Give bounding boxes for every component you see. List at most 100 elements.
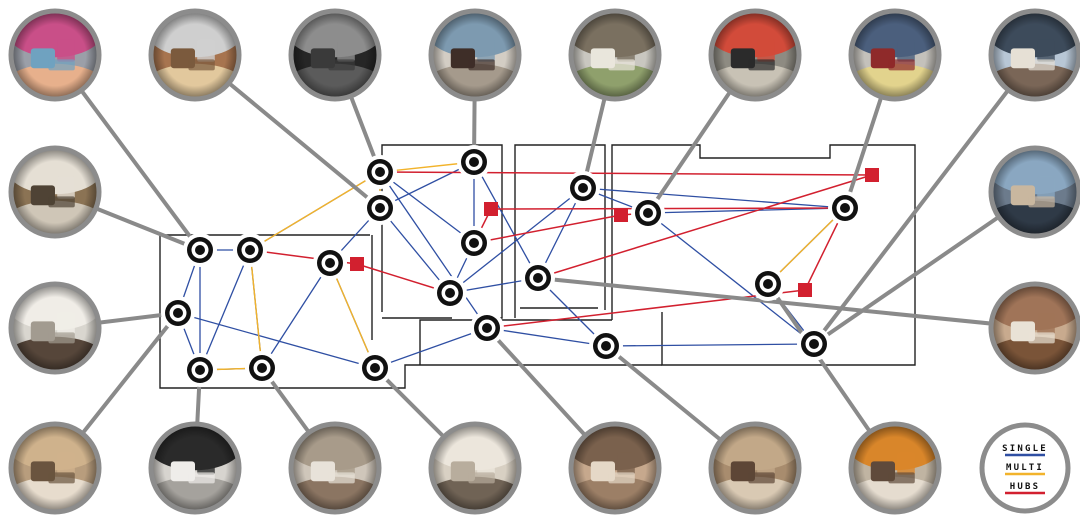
single-edge — [374, 327, 488, 369]
panorama-photo-white-room[interactable] — [142, 417, 248, 520]
legend-hubs-label: HUBS — [1010, 482, 1040, 492]
photo-ring — [8, 145, 102, 239]
panorama-photo-office-chair[interactable] — [982, 141, 1080, 249]
camera-node-marker — [313, 246, 347, 280]
camera-node-marker — [183, 353, 217, 387]
multi-edge — [249, 249, 263, 369]
camera-node-marker — [358, 351, 392, 385]
camera-node-marker — [589, 329, 623, 363]
camera-nodes — [161, 145, 862, 387]
panorama-photo-cabinet-room[interactable] — [2, 141, 108, 249]
photo-ring — [8, 8, 102, 102]
photo-ring — [288, 8, 382, 102]
single-edge — [582, 187, 846, 209]
camera-node-marker — [457, 226, 491, 260]
panorama-photo-bedroom-bed[interactable] — [142, 4, 248, 112]
camera-node-marker — [245, 351, 279, 385]
photo-ring — [8, 421, 102, 515]
camera-node-marker — [363, 155, 397, 189]
multi-edge — [329, 262, 376, 369]
photo-leader-line — [812, 53, 1037, 346]
camera-node-marker — [457, 145, 491, 179]
hub-square-marker — [614, 208, 628, 222]
single-edge — [379, 161, 475, 209]
camera-node-marker — [470, 311, 504, 345]
panorama-photo-bedroom-floor[interactable] — [702, 417, 808, 520]
legend-single-label: SINGLE — [1002, 444, 1048, 454]
hub-connections — [249, 171, 873, 329]
photo-ring — [848, 8, 942, 102]
panorama-photo-tile-floor[interactable] — [562, 417, 668, 520]
hub-square-marker — [484, 202, 498, 216]
single-edge — [261, 262, 331, 369]
photo-ring — [988, 8, 1080, 102]
legend-circle — [979, 422, 1071, 514]
wall-right-room — [611, 144, 916, 366]
photo-ring — [148, 421, 242, 515]
single-edge — [177, 312, 376, 369]
panorama-photo-laptop-desk[interactable] — [982, 4, 1080, 112]
hub-square-marker — [865, 168, 879, 182]
photo-ring — [708, 8, 802, 102]
hub-edge — [490, 207, 846, 210]
multi-connections — [199, 161, 846, 371]
camera-node-marker — [521, 261, 555, 295]
single-edge — [379, 207, 451, 294]
single-edge — [199, 249, 251, 371]
photo-ring — [8, 281, 102, 375]
hub-edge — [537, 174, 873, 279]
camera-node-marker — [751, 267, 785, 301]
photo-ring — [148, 8, 242, 102]
hub-edge — [379, 171, 873, 176]
single-connections — [177, 161, 846, 371]
photo-ring — [988, 145, 1080, 239]
panorama-photo-bedroom-person[interactable] — [422, 4, 528, 112]
multi-edge — [249, 171, 381, 251]
camera-node-marker — [183, 233, 217, 267]
single-edge — [605, 343, 815, 347]
photo-ring — [428, 421, 522, 515]
panorama-photo-dark-room[interactable] — [282, 4, 388, 112]
single-edge — [486, 327, 607, 347]
single-edge — [379, 171, 475, 244]
panorama-photo-kitchen-person[interactable] — [2, 277, 108, 385]
panorama-photo-hall-floor[interactable] — [422, 417, 528, 520]
panorama-photo-kitchen-sink[interactable] — [562, 4, 668, 112]
photo-ring — [988, 281, 1080, 375]
photo-ring — [288, 421, 382, 515]
hub-edge — [473, 214, 622, 244]
wall-kitchen-room — [514, 144, 606, 318]
photo-ring — [568, 8, 662, 102]
single-edge — [449, 187, 584, 294]
single-edge — [379, 171, 488, 329]
photo-ring — [428, 8, 522, 102]
photo-leader-line — [536, 276, 1037, 330]
camera-node-marker — [828, 191, 862, 225]
legend: SINGLE MULTI HUBS — [979, 422, 1071, 514]
camera-node-marker — [433, 276, 467, 310]
camera-node-marker — [363, 191, 397, 225]
photo-ring — [708, 421, 802, 515]
camera-node-marker — [233, 233, 267, 267]
single-edge — [647, 212, 815, 345]
multi-edge — [767, 207, 846, 285]
panorama-photo-stairs-hall[interactable] — [842, 417, 948, 520]
panorama-photo-living-room-tv[interactable] — [2, 4, 108, 112]
panorama-photo-hallway-closeup[interactable] — [982, 277, 1080, 385]
camera-node-marker — [566, 171, 600, 205]
camera-node-marker — [631, 196, 665, 230]
panorama-photos — [2, 4, 1080, 520]
photo-ring — [848, 421, 942, 515]
photo-ring — [568, 421, 662, 515]
panorama-photo-dining-room[interactable] — [702, 4, 808, 112]
hub-edge — [486, 289, 806, 329]
panorama-photo-living-room-2[interactable] — [282, 417, 388, 520]
camera-node-marker — [797, 327, 831, 361]
panorama-photo-office-desk[interactable] — [842, 4, 948, 112]
hub-square-marker — [798, 283, 812, 297]
panorama-photo-lounge-chairs[interactable] — [2, 417, 108, 520]
hub-square-marker — [350, 257, 364, 271]
camera-node-marker — [161, 296, 195, 330]
